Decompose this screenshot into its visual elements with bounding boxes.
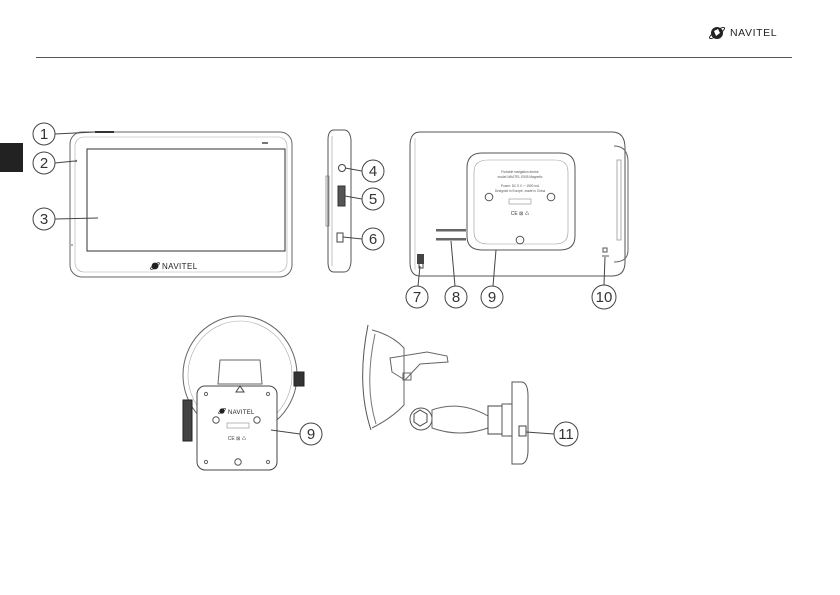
svg-text:3: 3 bbox=[40, 211, 48, 228]
svg-text:6: 6 bbox=[369, 231, 377, 248]
callout-9: 9 bbox=[480, 249, 504, 309]
callout-1: 1 bbox=[32, 122, 96, 146]
front-logo-text: NAVITEL bbox=[162, 262, 198, 271]
back-label-line1: Portable navigation device bbox=[501, 170, 539, 174]
header-rule bbox=[36, 57, 792, 58]
svg-text:1: 1 bbox=[40, 126, 48, 143]
callout-11: 11 bbox=[525, 421, 579, 447]
mount-logo-text: NAVITEL bbox=[228, 410, 255, 416]
device-side-view bbox=[325, 129, 352, 273]
compliance-marks: CE ⊠ ♺ bbox=[511, 211, 530, 217]
svg-text:4: 4 bbox=[369, 163, 377, 180]
mount-side-view bbox=[362, 324, 529, 465]
front-logo: NAVITEL bbox=[150, 262, 198, 271]
device-back-view: Portable navigation device model NAVITEL… bbox=[409, 131, 629, 277]
brand-name: NAVITEL bbox=[730, 27, 778, 39]
svg-text:11: 11 bbox=[558, 426, 574, 443]
svg-text:2: 2 bbox=[40, 155, 48, 172]
section-tab bbox=[0, 143, 23, 172]
back-label-line3: Power: DC 5 V ⎓ 1500 mA bbox=[501, 184, 540, 188]
callout-9-mount: 9 bbox=[270, 422, 323, 446]
back-label-line2: model NAVITEL E505 Magnetic bbox=[498, 175, 543, 179]
navitel-planet-icon bbox=[709, 26, 725, 40]
callout-4: 4 bbox=[344, 159, 385, 183]
callout-6: 6 bbox=[342, 227, 385, 251]
svg-text:7: 7 bbox=[413, 289, 421, 306]
svg-text:9: 9 bbox=[307, 426, 315, 443]
callout-3: 3 bbox=[32, 207, 99, 231]
mount-logo: NAVITEL bbox=[218, 408, 255, 416]
device-front-view: NAVITEL bbox=[69, 131, 293, 278]
svg-text:10: 10 bbox=[596, 289, 613, 306]
callout-2: 2 bbox=[32, 151, 76, 175]
callouts: 1 2 3 4 5 bbox=[32, 122, 617, 447]
mount-front-view: NAVITEL CE ⊠ ♺ bbox=[182, 315, 305, 471]
mount-compliance-marks: CE ⊠ ♺ bbox=[228, 436, 247, 442]
brand-logo: NAVITEL bbox=[708, 24, 777, 42]
callout-7: 7 bbox=[405, 265, 429, 309]
svg-text:9: 9 bbox=[488, 289, 496, 306]
callout-10: 10 bbox=[591, 256, 617, 310]
svg-text:8: 8 bbox=[452, 289, 460, 306]
svg-text:5: 5 bbox=[369, 191, 377, 208]
back-label-line4: Designed in Europe, made in China bbox=[495, 189, 546, 193]
callout-5: 5 bbox=[344, 187, 385, 211]
callout-8: 8 bbox=[444, 240, 468, 309]
